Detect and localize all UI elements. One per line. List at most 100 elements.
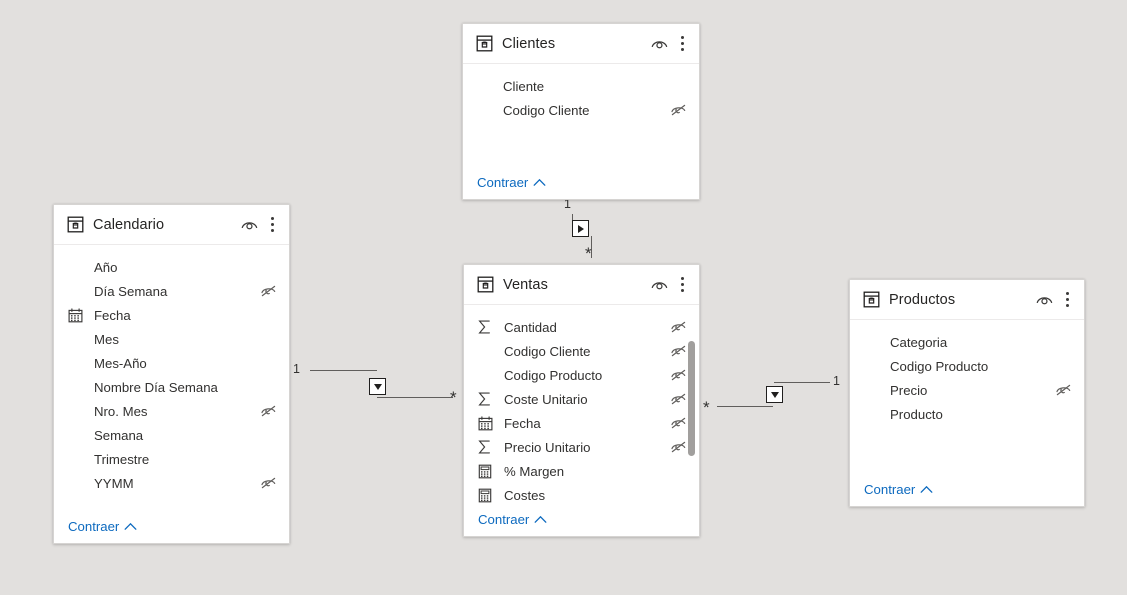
field-name: YYMM — [94, 475, 134, 491]
sigma-icon — [478, 392, 496, 406]
field-row[interactable]: Categoria — [850, 330, 1084, 354]
hidden-eye-icon[interactable] — [259, 404, 277, 418]
field-name: Día Semana — [94, 283, 168, 299]
hidden-eye-icon[interactable] — [259, 284, 277, 298]
eye-icon[interactable] — [241, 218, 258, 231]
calendar-icon — [68, 307, 86, 323]
field-name: Codigo Producto — [890, 358, 989, 374]
chevron-up-icon — [534, 515, 547, 523]
relationship-marker-clientes-ventas[interactable] — [572, 220, 589, 237]
cardinality-many-ventas-right: * — [703, 398, 710, 417]
field-name: Mes-Año — [94, 355, 147, 371]
field-name: Año — [94, 259, 118, 275]
sigma-icon — [478, 320, 496, 334]
table-header-calendario[interactable]: Calendario — [54, 205, 289, 245]
relationship-marker-productos-ventas[interactable] — [766, 386, 783, 403]
header-actions — [651, 277, 688, 292]
vertical-scrollbar[interactable] — [687, 308, 696, 533]
table-header-clientes[interactable]: Clientes — [463, 24, 699, 64]
field-name: Cliente — [503, 78, 545, 94]
field-row[interactable]: Mes-Año — [54, 351, 289, 375]
field-row[interactable]: Fecha — [464, 411, 699, 435]
relationship-line-calendario-ventas[interactable] — [377, 397, 453, 398]
cross-filter-arrow — [373, 383, 382, 390]
relationship-marker-calendario-ventas[interactable] — [369, 378, 386, 395]
field-row[interactable]: Precio Unitario — [464, 435, 699, 459]
collapse-link-clientes[interactable]: Contraer — [477, 175, 546, 190]
hidden-eye-icon[interactable] — [669, 440, 687, 454]
eye-icon[interactable] — [651, 278, 668, 291]
field-row[interactable]: Coste Unitario — [464, 387, 699, 411]
kebab-menu-icon[interactable] — [677, 277, 688, 292]
relationship-line-productos-ventas[interactable] — [774, 382, 830, 383]
calendar-icon — [478, 415, 496, 431]
field-name: Trimestre — [94, 451, 150, 467]
field-row[interactable]: Nombre Día Semana — [54, 375, 289, 399]
hidden-eye-icon[interactable] — [669, 416, 687, 430]
field-row[interactable]: Nro. Mes — [54, 399, 289, 423]
chevron-up-icon — [533, 178, 546, 186]
table-title: Clientes — [502, 35, 556, 52]
field-row[interactable]: Codigo Cliente — [463, 98, 699, 122]
field-name: Precio — [890, 382, 928, 398]
field-row[interactable]: Mes — [54, 327, 289, 351]
field-row[interactable]: Trimestre — [54, 447, 289, 471]
hidden-eye-icon[interactable] — [669, 392, 687, 406]
kebab-menu-icon[interactable] — [1062, 292, 1073, 307]
field-row[interactable]: YYMM — [54, 471, 289, 495]
field-row[interactable]: Cliente — [463, 74, 699, 98]
field-row[interactable]: Semana — [54, 423, 289, 447]
hidden-eye-icon[interactable] — [259, 476, 277, 490]
field-row[interactable]: Año — [54, 255, 289, 279]
calculator-icon — [478, 464, 496, 479]
field-row[interactable]: Costes — [464, 483, 699, 507]
field-row[interactable]: Precio — [850, 378, 1084, 402]
table-header-productos[interactable]: Productos — [850, 280, 1084, 320]
field-name: Nro. Mes — [94, 403, 148, 419]
eye-icon[interactable] — [651, 37, 668, 50]
eye-icon[interactable] — [1036, 293, 1053, 306]
relationship-line-clientes-ventas[interactable] — [591, 236, 592, 258]
scrollbar-thumb[interactable] — [688, 341, 695, 456]
field-name: Mes — [94, 331, 119, 347]
collapse-link-ventas[interactable]: Contraer — [478, 512, 547, 527]
field-name: Fecha — [94, 307, 131, 323]
field-row[interactable]: Fecha — [54, 303, 289, 327]
hidden-eye-icon[interactable] — [1054, 383, 1072, 397]
hidden-eye-icon[interactable] — [669, 103, 687, 117]
field-row[interactable]: Cantidad — [464, 315, 699, 339]
field-name: Codigo Cliente — [503, 102, 590, 118]
calculator-icon — [478, 488, 496, 503]
field-row[interactable]: Codigo Cliente — [464, 339, 699, 363]
kebab-menu-icon[interactable] — [677, 36, 688, 51]
relationship-line-calendario-ventas[interactable] — [310, 370, 377, 371]
relationship-line-productos-ventas[interactable] — [717, 406, 773, 407]
field-row[interactable]: Día Semana — [54, 279, 289, 303]
collapse-link-calendario[interactable]: Contraer — [68, 519, 137, 534]
table-header-ventas[interactable]: Ventas — [464, 265, 699, 305]
collapse-link-productos[interactable]: Contraer — [864, 482, 933, 497]
hidden-eye-icon[interactable] — [669, 368, 687, 382]
field-name: Cantidad — [504, 319, 557, 335]
field-name: Nombre Día Semana — [94, 379, 218, 395]
cross-filter-arrow — [577, 224, 584, 233]
table-title: Calendario — [93, 216, 165, 233]
field-row[interactable]: % Margen — [464, 459, 699, 483]
table-title: Productos — [889, 291, 956, 308]
kebab-menu-icon[interactable] — [267, 217, 278, 232]
hidden-eye-icon[interactable] — [669, 320, 687, 334]
field-name: Semana — [94, 427, 144, 443]
field-row[interactable]: Codigo Producto — [850, 354, 1084, 378]
field-row[interactable]: Codigo Producto — [464, 363, 699, 387]
field-row[interactable]: Producto — [850, 402, 1084, 426]
hidden-eye-icon[interactable] — [669, 344, 687, 358]
